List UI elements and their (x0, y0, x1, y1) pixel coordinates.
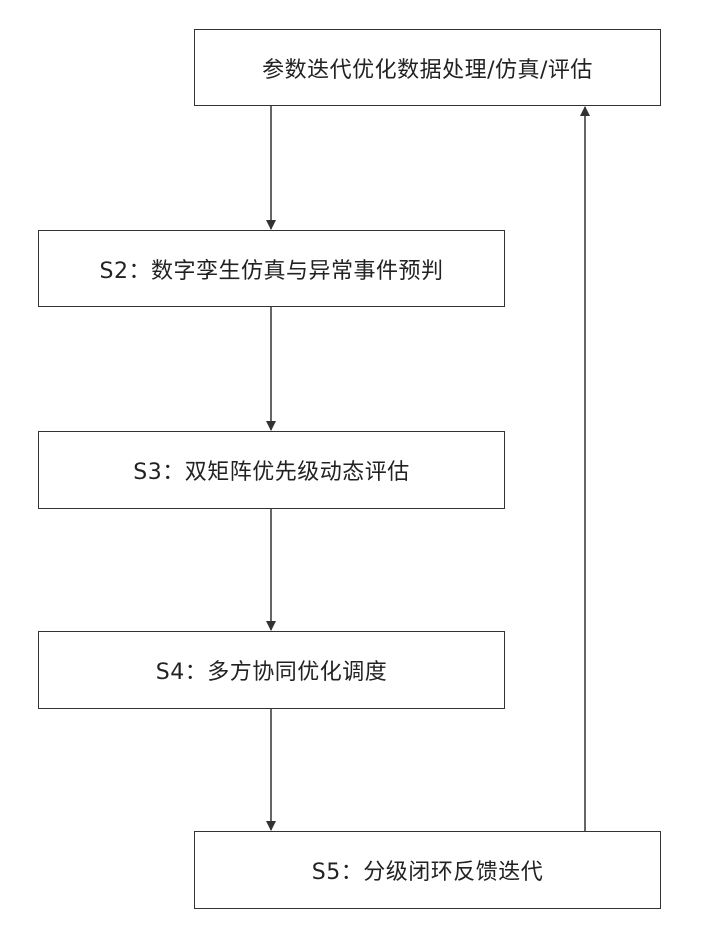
step-label-s3: S3：双矩阵优先级动态评估 (133, 454, 409, 486)
step-box-s5: S5：分级闭环反馈迭代 (194, 831, 661, 909)
step-box-s2: S2：数字孪生仿真与异常事件预判 (38, 230, 505, 307)
step-box-s4: S4：多方协同优化调度 (38, 631, 505, 709)
step-label-param-iteration: 参数迭代优化数据处理/仿真/评估 (262, 52, 593, 84)
step-box-s3: S3：双矩阵优先级动态评估 (38, 431, 505, 509)
step-label-s2: S2：数字孪生仿真与异常事件预判 (100, 253, 444, 285)
step-label-s4: S4：多方协同优化调度 (156, 654, 387, 686)
step-box-param-iteration: 参数迭代优化数据处理/仿真/评估 (194, 29, 661, 106)
step-label-s5: S5：分级闭环反馈迭代 (312, 854, 543, 886)
